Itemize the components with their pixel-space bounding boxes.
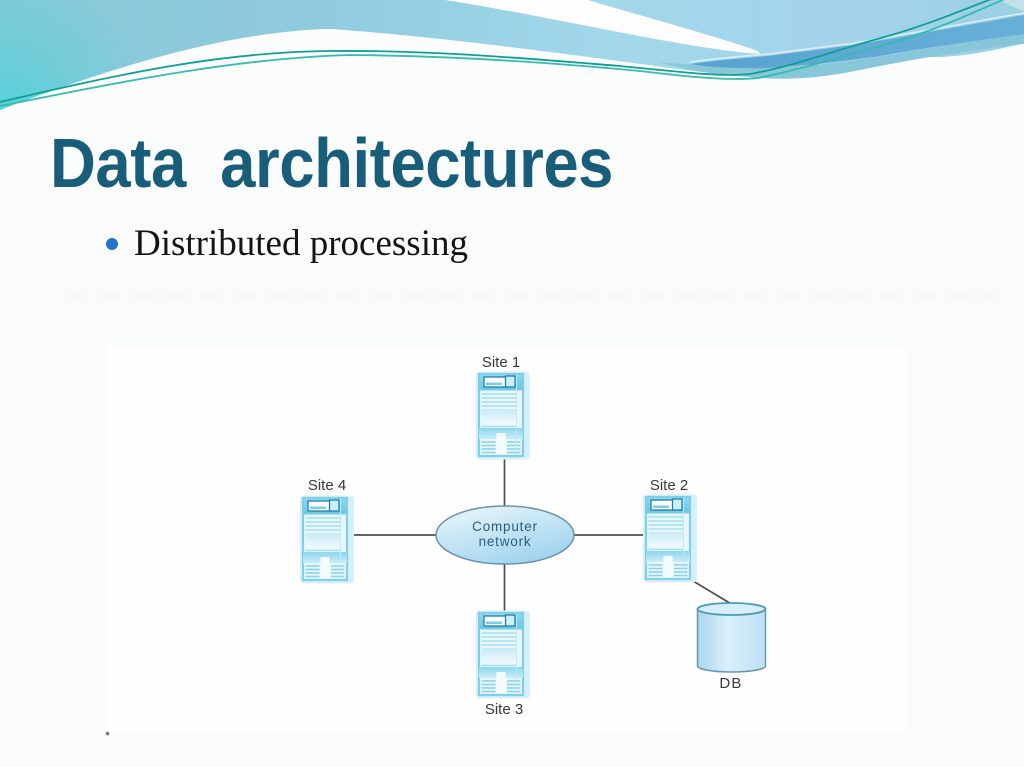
svg-text:Site 3: Site 3 bbox=[485, 701, 523, 718]
svg-text:DB: DB bbox=[719, 675, 742, 692]
svg-text:Computer: Computer bbox=[472, 519, 538, 534]
svg-text:Site 2: Site 2 bbox=[650, 477, 688, 494]
svg-text:network: network bbox=[479, 534, 532, 549]
svg-text:Site 4: Site 4 bbox=[308, 477, 346, 494]
svg-text:Site 1: Site 1 bbox=[482, 354, 520, 371]
